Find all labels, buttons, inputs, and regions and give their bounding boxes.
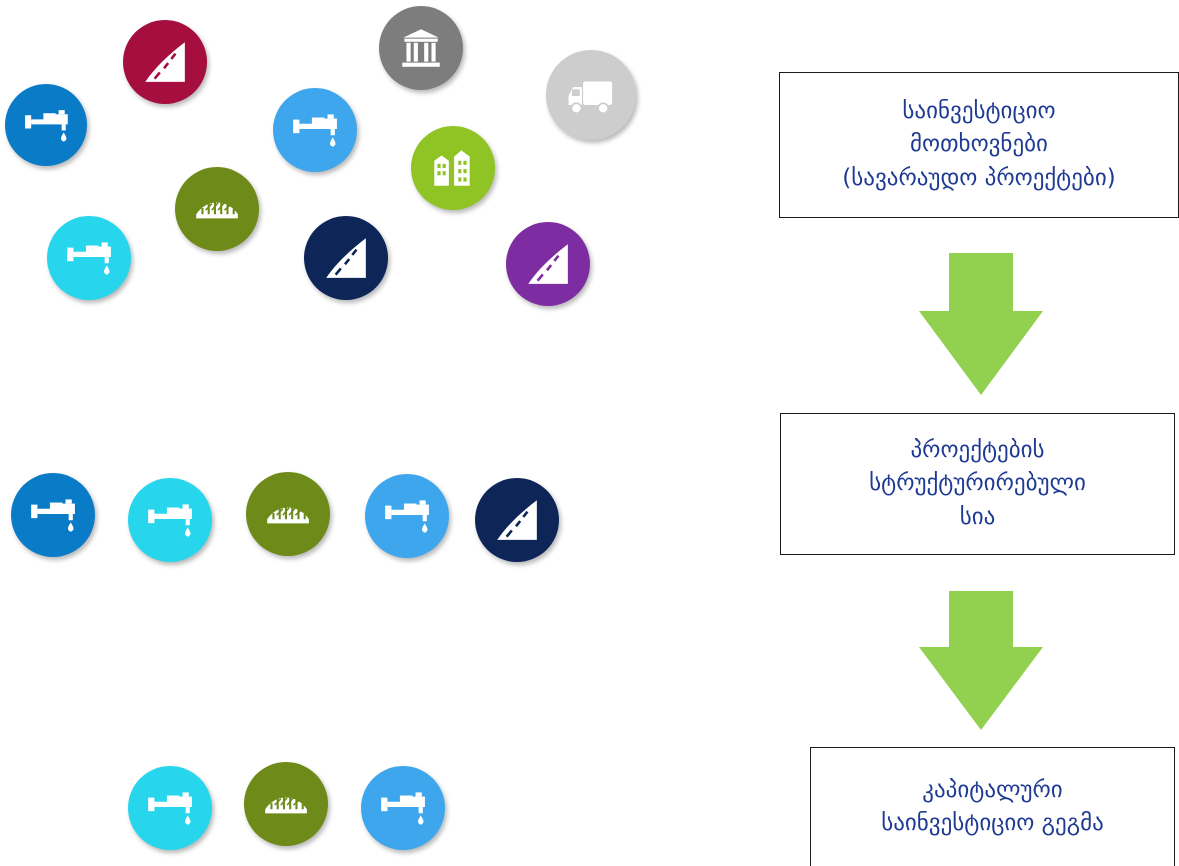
road-icon — [123, 20, 207, 104]
bridge-icon — [175, 167, 259, 251]
faucet-icon — [128, 766, 212, 850]
road-icon — [506, 222, 590, 306]
bank-icon — [379, 6, 463, 90]
arrow-down-icon — [919, 591, 1043, 730]
arrow-down-icon — [919, 253, 1043, 395]
road-icon — [475, 478, 559, 562]
faucet-icon — [11, 473, 95, 557]
faucet-icon — [273, 88, 357, 172]
capital-plan-label: კაპიტალური საინვესტიციო გეგმა — [881, 776, 1104, 836]
investment-requests-box: საინვესტიციო მოთხოვნები (სავარაუდო პროექ… — [779, 72, 1179, 218]
faucet-icon — [5, 84, 87, 166]
bridge-icon — [246, 472, 330, 556]
road-icon — [304, 216, 388, 300]
faucet-icon — [361, 766, 445, 850]
faucet-icon — [128, 478, 212, 562]
truck-icon — [546, 50, 636, 140]
structured-list-box: პროექტების სტრუქტურირებული სია — [780, 413, 1175, 555]
bridge-icon — [244, 762, 328, 846]
capital-plan-box: კაპიტალური საინვესტიციო გეგმა — [810, 747, 1175, 866]
structured-list-label: პროექტების სტრუქტურირებული სია — [869, 436, 1086, 530]
faucet-icon — [47, 216, 131, 300]
building-icon — [411, 126, 495, 210]
investment-requests-label: საინვესტიციო მოთხოვნები (სავარაუდო პროექ… — [842, 97, 1116, 191]
faucet-icon — [365, 474, 449, 558]
